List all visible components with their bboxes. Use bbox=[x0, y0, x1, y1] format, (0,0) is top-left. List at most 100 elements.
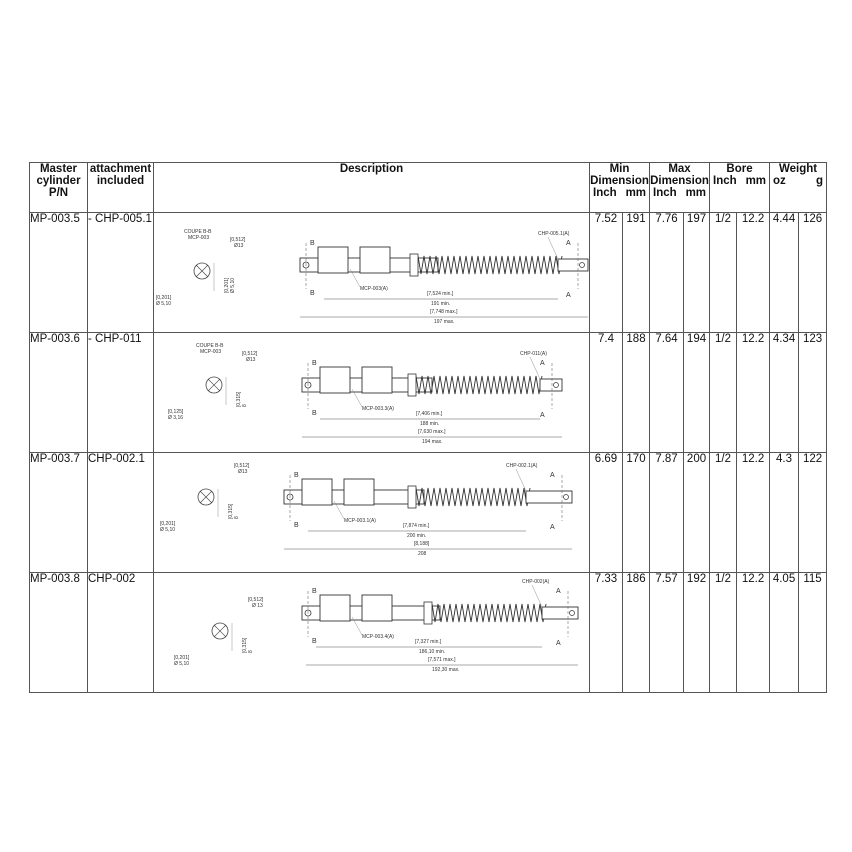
section-label-b: B bbox=[312, 638, 317, 645]
section-dim-c: [0,315] bbox=[242, 637, 248, 653]
section-dim-b: [0,125] bbox=[168, 409, 184, 415]
part-number: MP-003.6 bbox=[30, 333, 80, 345]
bore-mm-cell: 12.2 bbox=[736, 332, 771, 453]
outlet-port bbox=[361, 594, 393, 622]
section-dim-a2: Ø13 bbox=[238, 469, 248, 475]
section-view-circle bbox=[197, 488, 215, 506]
max-length-inch: [7,748 max.] bbox=[430, 309, 458, 315]
section-dim-a: [0,512] bbox=[234, 463, 250, 469]
outlet-port bbox=[359, 246, 391, 274]
section-dim-c2: 8 bbox=[248, 650, 254, 653]
weight-g-cell: 123 bbox=[798, 332, 828, 453]
section-view-circle bbox=[205, 376, 223, 394]
leader-line bbox=[529, 356, 541, 380]
section-view-circle bbox=[211, 622, 229, 640]
return-spring bbox=[417, 255, 563, 275]
section-hatch-line bbox=[199, 490, 213, 504]
part-number: MP-003.8 bbox=[30, 573, 80, 585]
header-part-number: Master cylinder P/N bbox=[29, 162, 88, 213]
body-part-ref: MCP-003.3(A) bbox=[362, 406, 394, 412]
min-mm-cell: 188 bbox=[621, 332, 651, 453]
max-inch-cell: 7.76 bbox=[649, 212, 685, 333]
attachment-part: - CHP-005.1 bbox=[88, 213, 152, 225]
section-dim-b2: Ø 5,10 bbox=[160, 527, 175, 533]
part-number: MP-003.5 bbox=[30, 213, 80, 225]
bore-inch-cell: 1/2 bbox=[709, 452, 738, 573]
attachment-part-ref: CHP-002(A) bbox=[522, 579, 550, 585]
max-inch-cell: 7.57 bbox=[649, 572, 685, 693]
attachment-cell: - CHP-011 bbox=[87, 332, 154, 453]
min-length-mm: 186,10 min. bbox=[419, 649, 445, 655]
table-header-row: Master cylinder P/N attachment included … bbox=[29, 162, 828, 213]
max-length-mm: 197 max. bbox=[434, 319, 455, 325]
attachment-part: CHP-002 bbox=[88, 573, 136, 585]
section-label-b: B bbox=[312, 410, 317, 417]
header-description: Description bbox=[153, 162, 590, 213]
section-title: COUPE B-B bbox=[196, 343, 224, 349]
leader-line bbox=[531, 584, 543, 608]
attachment-part: - CHP-011 bbox=[88, 333, 142, 345]
min-mm-cell: 186 bbox=[621, 572, 651, 693]
section-label-b: B bbox=[310, 240, 315, 247]
return-spring bbox=[415, 487, 531, 507]
max-length-mm: 192,30 max. bbox=[432, 667, 460, 673]
min-mm-cell: 170 bbox=[621, 452, 651, 573]
section-ref: MCP-003 bbox=[188, 235, 209, 241]
attachment-part-ref: CHP-005.1(A) bbox=[538, 231, 570, 237]
clevis-attachment bbox=[525, 490, 573, 504]
section-title: COUPE B-B bbox=[184, 229, 212, 235]
table-row: MP-003.8 CHP-002 [0,512]Ø 13[0,201]Ø 5,1… bbox=[29, 572, 828, 693]
section-dim-a: [0,512] bbox=[242, 351, 258, 357]
section-ref: MCP-003 bbox=[200, 349, 221, 355]
section-label-b: B bbox=[312, 588, 317, 595]
leader-line bbox=[351, 388, 363, 408]
leader-line bbox=[351, 616, 363, 636]
section-label-a: A bbox=[550, 472, 555, 479]
section-label-a: A bbox=[556, 588, 561, 595]
section-hatch-line bbox=[213, 624, 227, 638]
clevis-attachment bbox=[539, 378, 563, 392]
section-label-a: A bbox=[540, 360, 545, 367]
spring-seat bbox=[407, 485, 417, 509]
min-length-mm: 191 min. bbox=[431, 301, 450, 307]
min-length-inch: [7,406 min.] bbox=[416, 411, 443, 417]
section-label-b: B bbox=[294, 472, 299, 479]
clevis-pin-hole bbox=[569, 610, 575, 616]
spring-seat bbox=[409, 253, 419, 277]
bore-inch-cell: 1/2 bbox=[709, 212, 738, 333]
section-dim-b2: Ø 5,10 bbox=[174, 661, 189, 667]
return-spring bbox=[415, 375, 543, 395]
section-dim-b: [0,201] bbox=[174, 655, 190, 661]
section-label-a: A bbox=[556, 640, 561, 647]
spec-table: Master cylinder P/N attachment included … bbox=[29, 162, 828, 693]
min-length-inch: [7,327 min.] bbox=[415, 639, 442, 645]
section-hatch-line bbox=[195, 264, 209, 278]
min-length-inch: [7,524 min.] bbox=[427, 291, 454, 297]
max-inch-cell: 7.87 bbox=[649, 452, 685, 573]
weight-oz-cell: 4.05 bbox=[769, 572, 800, 693]
section-dim-c: [0,315] bbox=[236, 391, 242, 407]
inlet-port bbox=[319, 594, 351, 622]
section-dim-b2: Ø 3,16 bbox=[168, 415, 183, 421]
attachment-part: CHP-002.1 bbox=[88, 453, 145, 465]
leader-line bbox=[333, 500, 345, 520]
bore-inch-cell: 1/2 bbox=[709, 572, 738, 693]
section-dim-c: [0,315] bbox=[228, 503, 234, 519]
bore-mm-cell: 12.2 bbox=[736, 212, 771, 333]
master-cylinder-drawing: [0,512]Ø 13[0,201]Ø 5,10[0,315]8BBAAMCP-… bbox=[174, 579, 579, 673]
inlet-port bbox=[319, 366, 351, 394]
bore-mm-cell: 12.2 bbox=[736, 452, 771, 573]
bore-inch-cell: 1/2 bbox=[709, 332, 738, 453]
max-length-inch: [7,630 max.] bbox=[418, 429, 446, 435]
section-dim-c2: Ø 5,10 bbox=[230, 278, 236, 293]
section-label-b: B bbox=[294, 522, 299, 529]
part-number-cell: MP-003.5 bbox=[29, 212, 88, 333]
